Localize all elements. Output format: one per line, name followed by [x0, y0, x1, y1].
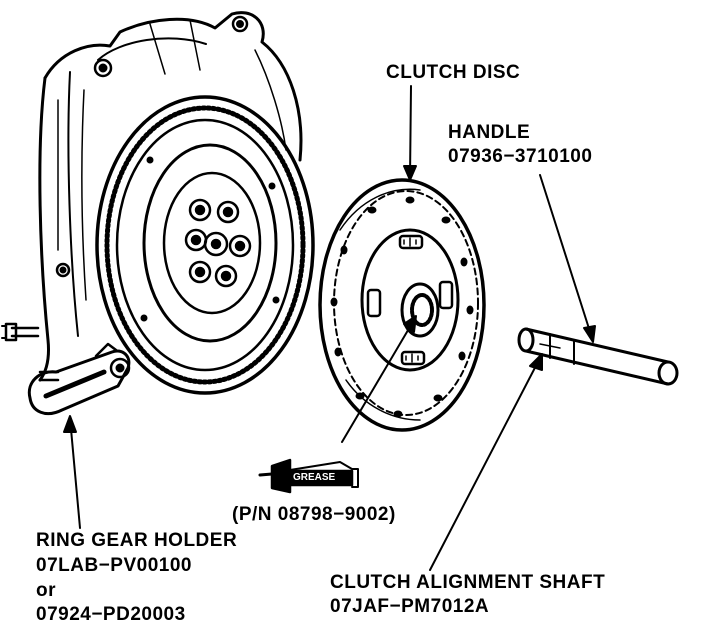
- alignment-shaft-part-number: 07JAF−PM7012A: [330, 596, 490, 617]
- crank-bolts: [184, 198, 252, 288]
- damper-springs: [366, 234, 454, 366]
- handle-part-number: 07936−3710100: [448, 146, 593, 167]
- disc-rivets: [330, 196, 474, 418]
- alignment-shaft: [517, 327, 679, 386]
- engine-housing: [1, 11, 303, 382]
- ring-gear-part-number-2: 07924−PD20003: [36, 604, 186, 625]
- grease-tube-label: GREASE: [293, 472, 336, 483]
- ring-gear-holder-tool: [27, 342, 131, 415]
- grease-tube: [258, 458, 359, 494]
- flywheel: [95, 95, 315, 395]
- handle-label: HANDLE: [448, 122, 531, 143]
- ring-gear-holder-label: RING GEAR HOLDER: [36, 530, 238, 551]
- leader-lines: [63, 85, 596, 571]
- clutch-disc-label: CLUTCH DISC: [386, 62, 521, 83]
- ring-gear-or: or: [36, 580, 56, 601]
- clutch-disc: [318, 178, 486, 432]
- ring-gear-part-number-1: 07LAB−PV00100: [36, 555, 192, 576]
- grease-part-number: (P/N 08798−9002): [232, 504, 396, 525]
- alignment-shaft-label: CLUTCH ALIGNMENT SHAFT: [330, 572, 606, 593]
